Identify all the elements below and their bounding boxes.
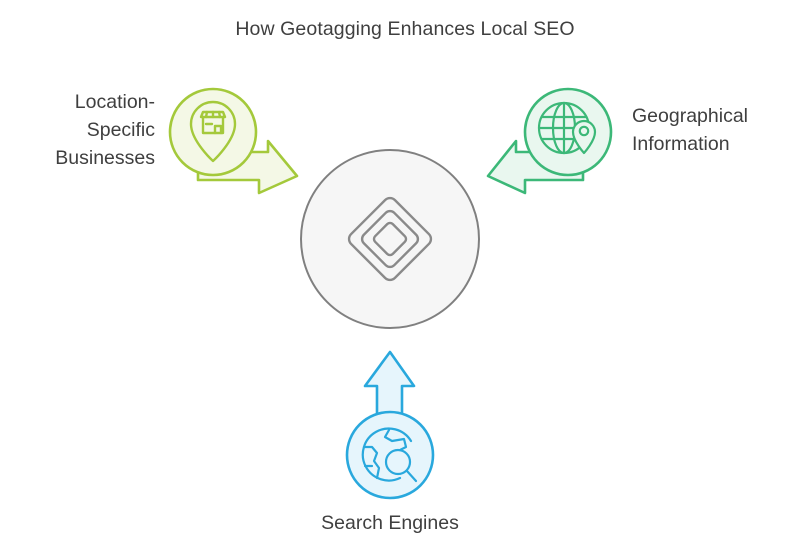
map-pin-storefront-icon <box>189 100 237 163</box>
page-title: How Geotagging Enhances Local SEO <box>235 18 575 40</box>
node-search-engines[interactable] <box>345 410 435 500</box>
node-geographical-information[interactable] <box>523 87 613 177</box>
node-location-specific-businesses[interactable] <box>168 87 258 177</box>
label-search-engines: Search Engines <box>321 512 459 534</box>
label-geographical-information: Geographical Information <box>632 105 748 155</box>
nested-diamonds-icon <box>347 196 433 282</box>
hub-node-geotagging[interactable] <box>300 149 480 329</box>
globe-pin-icon <box>537 101 597 155</box>
globe-magnifier-icon <box>361 427 418 483</box>
label-location-specific-businesses: Location- Specific Businesses <box>55 91 155 169</box>
